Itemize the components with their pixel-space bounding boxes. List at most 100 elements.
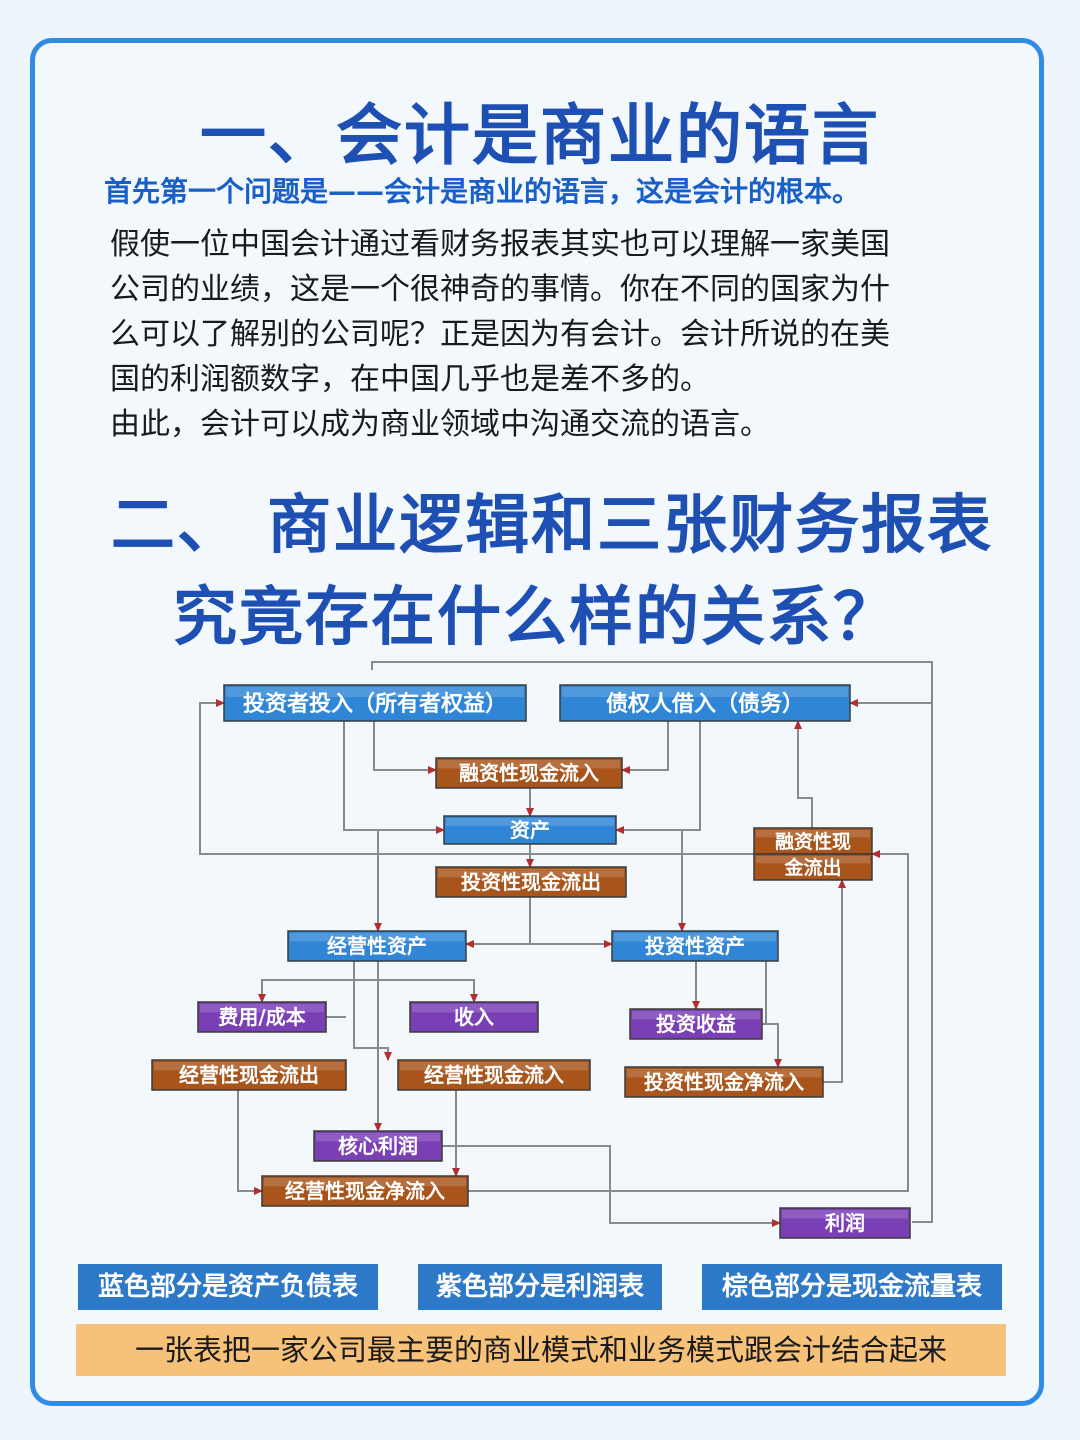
node-label: 经营性资产 bbox=[327, 934, 427, 958]
node-label: 投资者投入（所有者权益） bbox=[243, 691, 507, 717]
connector-line bbox=[765, 961, 782, 1068]
legend-brown: 棕色部分是现金流量表 bbox=[702, 1264, 1002, 1310]
connector-line bbox=[823, 879, 846, 1083]
node-box bbox=[443, 815, 617, 845]
paragraph-line: 由此，会计可以成为商业领域中沟通交流的语言。 bbox=[110, 407, 770, 442]
node-inv-income: 投资收益 bbox=[629, 1008, 763, 1040]
node-label: 金流出 bbox=[783, 856, 841, 879]
node-label: 利润 bbox=[825, 1211, 865, 1235]
connector-line bbox=[442, 1145, 781, 1227]
paragraph-line: 公司的业绩，这是一个很神奇的事情。你在不同的国家为什 bbox=[110, 272, 890, 307]
node-highlight bbox=[290, 933, 464, 942]
diagram-nodes: 投资者投入（所有者权益）债权人借入（债务）融资性现金流入资产融资性现金流出投资性… bbox=[151, 684, 911, 1239]
section2-title-line2: 究竟存在什么样的关系？ bbox=[173, 581, 899, 655]
diagram-connectors bbox=[199, 661, 933, 1227]
node-label: 融资性现 bbox=[775, 830, 851, 853]
node-label: 核心利润 bbox=[338, 1134, 418, 1158]
node-inv-assets: 投资性资产 bbox=[611, 930, 779, 962]
node-highlight bbox=[438, 869, 624, 878]
legend-purple: 紫色部分是利润表 bbox=[418, 1264, 662, 1310]
node-box bbox=[753, 827, 873, 855]
node-investor: 投资者投入（所有者权益） bbox=[223, 684, 527, 722]
node-box bbox=[223, 684, 527, 722]
legend-blue: 蓝色部分是资产负债表 bbox=[78, 1264, 378, 1310]
node-creditor: 债权人借入（债务） bbox=[559, 684, 851, 722]
node-fin-out-2: 金流出 bbox=[753, 853, 873, 881]
node-box bbox=[753, 853, 873, 881]
node-assets: 资产 bbox=[443, 815, 617, 845]
node-highlight bbox=[782, 1210, 908, 1219]
node-fin-in: 融资性现金流入 bbox=[435, 757, 623, 789]
section1-paragraph: 假使一位中国会计通过看财务报表其实也可以理解一家美国 公司的业绩，这是一个很神奇… bbox=[110, 222, 970, 447]
node-label: 投资收益 bbox=[656, 1012, 736, 1036]
section1-subtitle: 首先第一个问题是——会计是商业的语言，这是会计的根本。 bbox=[104, 175, 861, 208]
node-box bbox=[409, 1001, 539, 1033]
node-label: 资产 bbox=[510, 818, 550, 842]
node-highlight bbox=[400, 1062, 588, 1071]
node-box bbox=[197, 1001, 327, 1033]
node-highlight bbox=[226, 687, 524, 698]
node-core-profit: 核心利润 bbox=[313, 1130, 443, 1162]
paragraph-line: 国的利润额数字，在中国几乎也是差不多的。 bbox=[110, 362, 710, 397]
node-box bbox=[779, 1207, 911, 1239]
connector-line bbox=[465, 897, 531, 948]
node-highlight bbox=[200, 1004, 324, 1013]
paragraph-line: 假使一位中国会计通过看财务报表其实也可以理解一家美国 bbox=[110, 227, 890, 262]
node-label: 经营性现金流出 bbox=[179, 1063, 319, 1087]
node-highlight bbox=[632, 1011, 760, 1020]
connector-line bbox=[237, 1090, 263, 1195]
connector-line bbox=[621, 721, 669, 774]
node-highlight bbox=[264, 1178, 466, 1187]
section2-title-line1: 二、 商业逻辑和三张财务报表 bbox=[110, 489, 994, 563]
node-highlight bbox=[756, 830, 870, 838]
node-box bbox=[435, 866, 627, 898]
financial-statements-diagram: 投资者投入（所有者权益）债权人借入（债务）融资性现金流入资产融资性现金流出投资性… bbox=[151, 661, 933, 1239]
summary-banner: 一张表把一家公司最主要的商业模式和业务模式跟会计结合起来 bbox=[76, 1324, 1006, 1376]
node-box bbox=[624, 1066, 824, 1098]
node-cost: 费用/成本 bbox=[197, 1001, 327, 1033]
connector-line bbox=[258, 961, 379, 1003]
node-box bbox=[559, 684, 851, 722]
node-box bbox=[611, 930, 779, 962]
node-label: 经营性现金净流入 bbox=[285, 1179, 445, 1203]
node-op-assets: 经营性资产 bbox=[287, 930, 467, 962]
node-op-net: 经营性现金净流入 bbox=[261, 1175, 469, 1207]
node-label: 债权人借入（债务） bbox=[606, 691, 804, 717]
connector-line bbox=[468, 850, 909, 1192]
node-label: 投资性资产 bbox=[645, 934, 745, 958]
node-box bbox=[397, 1059, 591, 1091]
node-revenue: 收入 bbox=[409, 1001, 539, 1033]
node-box bbox=[261, 1175, 469, 1207]
connector-line bbox=[373, 721, 437, 774]
node-highlight bbox=[614, 933, 776, 942]
connector-line bbox=[615, 721, 701, 834]
node-label: 融资性现金流入 bbox=[459, 761, 599, 785]
node-highlight bbox=[756, 856, 870, 864]
node-box bbox=[151, 1059, 347, 1091]
node-box bbox=[435, 757, 623, 789]
node-highlight bbox=[438, 760, 620, 769]
node-inv-net: 投资性现金净流入 bbox=[624, 1066, 824, 1098]
node-highlight bbox=[154, 1062, 344, 1071]
node-highlight bbox=[316, 1133, 440, 1142]
node-highlight bbox=[627, 1069, 821, 1078]
connector-line bbox=[378, 979, 478, 1003]
node-op-in: 经营性现金流入 bbox=[397, 1059, 591, 1091]
node-op-out: 经营性现金流出 bbox=[151, 1059, 347, 1091]
paragraph-line: 么可以了解别的公司呢？正是因为有会计。会计所说的在美 bbox=[110, 317, 890, 352]
node-highlight bbox=[412, 1004, 536, 1013]
connector-line bbox=[343, 721, 445, 834]
node-profit: 利润 bbox=[779, 1207, 911, 1239]
node-box bbox=[287, 930, 467, 962]
node-highlight bbox=[562, 687, 848, 698]
connector-line bbox=[794, 720, 813, 828]
node-highlight bbox=[446, 818, 614, 826]
node-inv-out: 投资性现金流出 bbox=[435, 866, 627, 898]
section1-title: 一、会计是商业的语言 bbox=[200, 97, 880, 174]
node-label: 经营性现金流入 bbox=[424, 1063, 564, 1087]
node-label: 费用/成本 bbox=[218, 1005, 305, 1029]
connector-line bbox=[199, 699, 754, 855]
node-label: 收入 bbox=[454, 1005, 494, 1029]
node-box bbox=[629, 1008, 763, 1040]
node-label: 投资性现金净流入 bbox=[644, 1070, 804, 1094]
